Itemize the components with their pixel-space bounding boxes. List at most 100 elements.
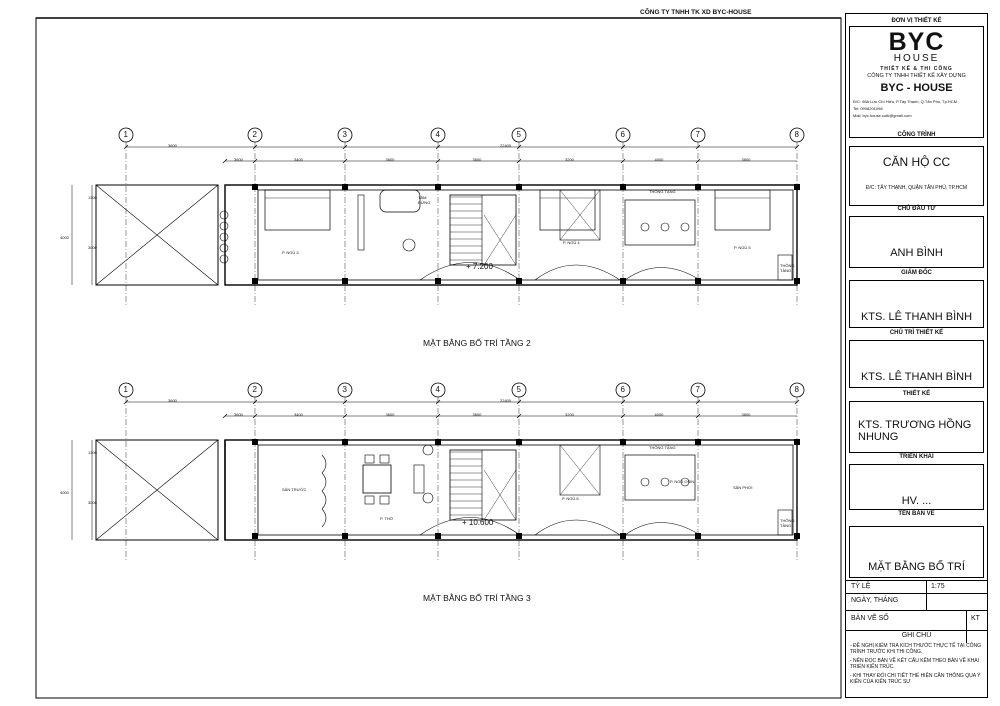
scale-label: TỶ LỆ xyxy=(851,583,871,590)
column xyxy=(342,184,348,190)
plant xyxy=(219,221,229,231)
column xyxy=(435,439,441,445)
room-label: THÔNG TẦNG xyxy=(780,518,795,528)
column xyxy=(435,184,441,190)
column xyxy=(695,278,701,284)
deploy-box: HV. ... xyxy=(849,464,984,510)
column xyxy=(516,278,522,284)
level-mark-floor-2: + 7.200 xyxy=(466,262,493,271)
sheet-no-value: KT xyxy=(971,615,980,622)
dimension-text: 3200 xyxy=(565,157,574,162)
inner-wall xyxy=(257,444,794,536)
project-name: CĂN HỘ CC xyxy=(882,155,951,169)
grid-axis-label: 2 xyxy=(252,130,257,139)
column xyxy=(252,184,258,190)
sheet-title-label: TÊN BẢN VẼ xyxy=(898,511,935,517)
dimension-text: 3000 xyxy=(88,245,97,250)
chief-name: KTS. LÊ THANH BÌNH xyxy=(860,371,973,383)
column xyxy=(435,533,441,539)
column xyxy=(620,533,626,539)
notes-label: GHI CHÚ xyxy=(901,632,932,639)
designer-name: KTS. TRƯƠNG HỒNG NHUNG xyxy=(858,419,972,443)
investor-box: ANH BÌNH xyxy=(849,216,984,268)
logo-main: BYC xyxy=(888,28,945,56)
column xyxy=(342,439,348,445)
dimension-text: 3600 xyxy=(385,412,395,417)
header-company: CÔNG TY TNHH TK XD BYC-HOUSE xyxy=(640,9,752,16)
grid-axis-label: 3 xyxy=(342,130,347,139)
dimension-text: 4000 xyxy=(654,157,664,162)
grid-axis-label: 6 xyxy=(620,385,625,394)
dimension-text: 3600 xyxy=(168,398,177,403)
door-swing xyxy=(321,454,327,474)
note-1: - ĐỀ NGHỊ KIỂM TRA KÍCH THƯỚC THỰC TẾ TẠ… xyxy=(850,643,981,655)
dimension-text: 4000 xyxy=(654,412,664,417)
door-swing xyxy=(321,490,327,510)
closet xyxy=(357,194,365,251)
grid-axis-label: 7 xyxy=(695,385,700,394)
fixture xyxy=(680,222,690,232)
room-label: P. THỜ xyxy=(380,516,394,521)
building-outline xyxy=(224,439,798,541)
inner-wall xyxy=(257,189,794,281)
column xyxy=(342,278,348,284)
company-address: Đ/C: 98A Lưu Chí Hiếu, P.Tây Thạnh, Q.Tâ… xyxy=(853,99,958,104)
sheet-no-label: BẢN VẼ SỐ xyxy=(851,615,889,622)
shaft xyxy=(777,254,793,281)
dimension-text: 3600 xyxy=(234,412,243,417)
designer-label: THIẾT KẾ xyxy=(902,391,931,397)
sheet-title-box: MẶT BẰNG BỐ TRÍ xyxy=(849,526,984,578)
column xyxy=(516,533,522,539)
stair xyxy=(449,194,517,266)
dimension-text: 4000 xyxy=(60,490,69,495)
light-well xyxy=(95,184,219,286)
investor-label: CHỦ ĐẦU TƯ xyxy=(897,206,936,212)
plan-caption-floor-2: MẶT BẰNG BỐ TRÍ TẦNG 2 xyxy=(423,338,531,348)
altar xyxy=(413,464,425,494)
room-label: SÂN PHƠI xyxy=(733,485,753,490)
dimension-text: 1300 xyxy=(88,450,97,455)
room-label: P. NGỦ 3 xyxy=(282,250,299,255)
plan-floor-2 xyxy=(71,127,805,305)
company-mail: Mail: byc.house.cotk@gmail.com xyxy=(853,113,912,118)
project-label: CÔNG TRÌNH xyxy=(897,132,936,138)
column xyxy=(620,439,626,445)
brand-name: BYC - HOUSE xyxy=(880,82,953,94)
note-3: - KHI THAY ĐỔI CHI TIẾT THỂ HIỆN CẦN THÔ… xyxy=(850,673,981,685)
chair xyxy=(364,454,375,464)
fixture xyxy=(680,477,690,487)
deploy-name: HV. ... xyxy=(901,495,932,507)
plant xyxy=(422,444,434,456)
column xyxy=(516,439,522,445)
grid-axis-label: 8 xyxy=(794,385,799,394)
investor-name: ANH BÌNH xyxy=(890,247,943,259)
scale-value: 1:75 xyxy=(931,583,945,590)
dimension-text: 3600 xyxy=(472,157,482,162)
dimension-text: 3000 xyxy=(88,500,97,505)
column xyxy=(794,439,800,445)
shaft xyxy=(777,509,793,536)
room-label: P. NGỦ 6 xyxy=(562,496,579,501)
grid-axis-label: 1 xyxy=(123,385,128,394)
column xyxy=(252,278,258,284)
column xyxy=(342,533,348,539)
logo-sub: HOUSE xyxy=(893,53,940,64)
plant xyxy=(422,492,434,504)
deploy-label: TRIỂN KHAI xyxy=(899,454,934,460)
wardrobe xyxy=(559,444,601,496)
plant xyxy=(219,254,229,264)
dimension-text: 1300 xyxy=(88,195,97,200)
project-box: CĂN HỘ CC Đ/C: TÂY THẠNH, QUẬN TÂN PHÚ, … xyxy=(849,146,984,206)
fixture xyxy=(640,477,650,487)
curved-wall xyxy=(419,262,521,281)
column xyxy=(794,184,800,190)
column xyxy=(516,184,522,190)
plan-caption-floor-3: MẶT BẰNG BỐ TRÍ TẦNG 3 xyxy=(423,593,531,603)
dimension-text: 22400 xyxy=(500,143,512,148)
company-name: CÔNG TY TNHH THIẾT KẾ XÂY DỰNG xyxy=(867,73,966,79)
room-label: SÂN TRƯỚC xyxy=(282,487,307,492)
chair xyxy=(379,454,390,464)
wc-block xyxy=(624,454,696,501)
chair xyxy=(379,495,390,505)
column xyxy=(435,278,441,284)
